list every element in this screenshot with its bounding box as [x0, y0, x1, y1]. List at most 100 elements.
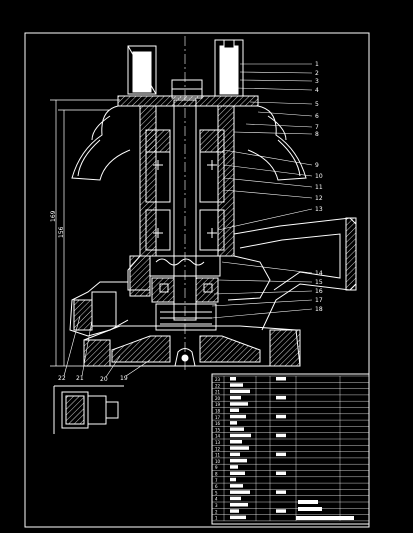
table-cell-text-block	[230, 458, 247, 463]
leader-line	[239, 71, 313, 74]
table-cell-text-block	[230, 496, 241, 501]
table-row-number: 13	[215, 440, 221, 445]
part-callout-11: 11	[315, 184, 323, 191]
table-row-number: 6	[215, 484, 218, 489]
leader-line	[223, 149, 313, 166]
table-row-number: 2	[215, 509, 218, 514]
table-row-number: 7	[215, 478, 218, 483]
table-cell-text-block	[230, 402, 248, 406]
table-cell-text-block	[230, 490, 250, 494]
leader-line	[125, 359, 151, 377]
table-cell-text-block	[230, 509, 239, 513]
table-cell-text-block	[230, 503, 248, 507]
part-callout-3: 3	[315, 78, 319, 85]
part-callout-7: 7	[315, 124, 319, 131]
table-cell-text-block	[230, 389, 250, 394]
leader-line	[223, 164, 313, 177]
table-cell-text-block	[230, 414, 246, 419]
table-cell-text-block	[276, 509, 286, 513]
table-row-number: 16	[215, 421, 221, 426]
part-callout-12: 12	[315, 195, 323, 202]
leader-line	[223, 189, 313, 199]
dimension-label-inner-height: 156	[58, 226, 65, 238]
table-cell-text-block	[230, 395, 241, 400]
part-callout-21: 21	[76, 375, 84, 382]
leader-line	[233, 131, 313, 135]
title-block-text	[296, 516, 354, 520]
part-callout-16: 16	[315, 288, 323, 295]
leader-line	[221, 261, 313, 274]
table-cell-text-block	[230, 471, 245, 475]
part-callout-8: 8	[315, 131, 319, 138]
table-row-number: 4	[215, 497, 218, 502]
table-row-number: 14	[215, 434, 221, 439]
table-cell-text-block	[230, 377, 236, 381]
table-row-number: 17	[215, 415, 221, 420]
table-cell-text-block	[230, 484, 243, 488]
leader-line	[257, 111, 313, 117]
table-row-number: 18	[215, 409, 221, 414]
part-callout-15: 15	[315, 279, 323, 286]
part-callout-22: 22	[58, 375, 66, 382]
leader-line	[239, 79, 313, 82]
title-block-text	[298, 500, 318, 504]
leader-line	[223, 177, 313, 188]
table-cell-text-block	[230, 440, 242, 444]
part-callout-18: 18	[315, 306, 323, 313]
leader-line	[211, 308, 313, 319]
leader-lines-right	[211, 63, 313, 319]
part-callout-1: 1	[315, 61, 319, 68]
table-cell-text-block	[230, 408, 239, 412]
table-cell-text-block	[276, 471, 286, 475]
table-cell-text-block	[230, 383, 243, 387]
table-row-number: 9	[215, 465, 218, 470]
table-row-number: 15	[215, 427, 221, 432]
table-cell-text-block	[276, 452, 286, 457]
table-cell-text-block	[276, 490, 286, 494]
table-cell-text-block	[230, 465, 238, 469]
leader-line	[245, 123, 313, 128]
table-row-number: 5	[215, 490, 218, 495]
table-cell-text-block	[230, 446, 249, 450]
table-row-number: 22	[215, 383, 221, 388]
table-cell-text-block	[276, 433, 286, 438]
table-row-number: 21	[215, 390, 221, 395]
table-row-number: 10	[215, 459, 221, 464]
valve-section-view	[53, 36, 357, 434]
part-callout-10: 10	[315, 173, 323, 180]
part-callout-9: 9	[315, 162, 319, 169]
part-callout-4: 4	[315, 87, 319, 94]
part-callout-6: 6	[315, 113, 319, 120]
table-cell-text-block	[276, 414, 286, 419]
table-row-number: 3	[215, 503, 218, 508]
table-row-number: 20	[215, 396, 221, 401]
table-cell-text-block	[230, 515, 246, 520]
leader-line	[213, 290, 313, 295]
table-row-number: 12	[215, 446, 221, 451]
table-cell-text-block	[276, 377, 286, 381]
part-callout-5: 5	[315, 101, 319, 108]
part-callout-13: 13	[315, 206, 323, 213]
table-cell-text-block	[276, 395, 286, 400]
leader-line	[217, 208, 313, 231]
drawing-border	[24, 32, 370, 528]
part-callout-14: 14	[315, 270, 323, 277]
table-cell-text-block	[230, 421, 237, 425]
part-callout-19: 19	[120, 375, 128, 382]
table-row-number: 19	[215, 402, 221, 407]
table-row-number: 8	[215, 472, 218, 477]
title-block-text	[298, 507, 322, 511]
leader-line	[217, 279, 313, 283]
leader-line	[249, 101, 313, 105]
table-cell-text-block	[230, 433, 251, 438]
leader-line	[235, 87, 313, 91]
table-row-number: 1	[215, 516, 218, 521]
dimension-label-total-height: 169	[50, 210, 57, 222]
part-callout-17: 17	[315, 297, 323, 304]
part-callouts-bottom: 22 21 20 19	[58, 315, 151, 383]
part-callout-20: 20	[100, 376, 108, 383]
